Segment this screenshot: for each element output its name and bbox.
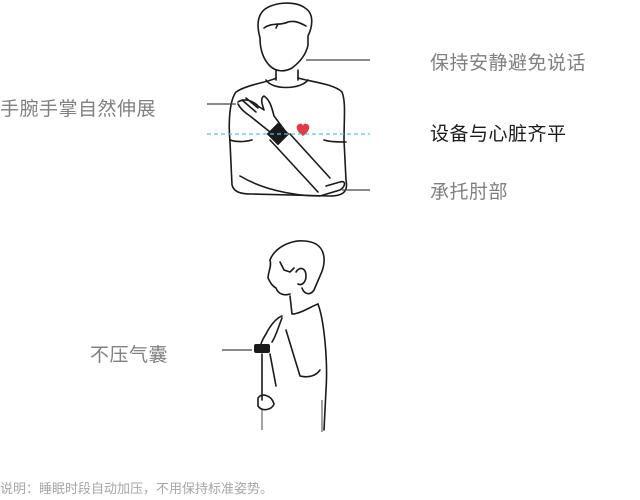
heart-icon <box>296 123 310 136</box>
label-no-airbag-press: 不压气囊 <box>90 344 169 366</box>
side-wrist-device-icon <box>254 344 270 353</box>
label-support-elbow: 承托肘部 <box>430 181 509 203</box>
label-keep-quiet: 保持安静避免说话 <box>430 52 587 74</box>
label-wrist-palm: 手腕手掌自然伸展 <box>0 98 157 120</box>
front-figure <box>228 2 348 197</box>
label-heart-level: 设备与心脏齐平 <box>430 123 567 145</box>
side-figure <box>254 240 328 432</box>
head-icon <box>257 2 313 72</box>
footnote: 说明：睡眠时段自动加压，不用保持标准姿势。 <box>0 482 274 497</box>
